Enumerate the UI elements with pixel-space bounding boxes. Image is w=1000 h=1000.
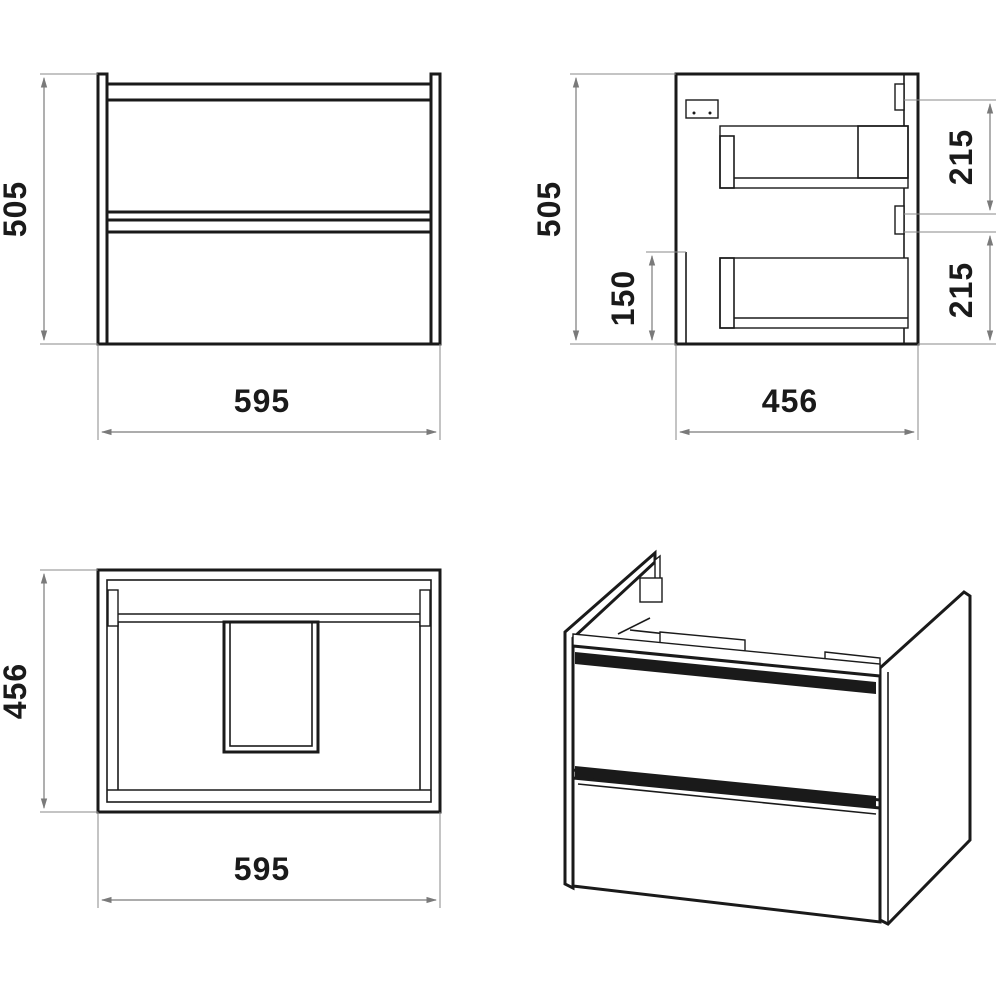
side-connector-dot-right (708, 111, 712, 115)
iso-hanging-bracket (639, 577, 663, 603)
side-upper-drawer-rear (857, 125, 909, 179)
front-lower-drawer-top (106, 219, 432, 233)
iso-lower-drawer-top-edge (577, 783, 877, 815)
top-view: 456 595 (0, 568, 442, 908)
front-height-label: 505 (0, 181, 33, 237)
side-upper-drawer-front (719, 135, 735, 189)
side-lower-drawer-front (719, 257, 735, 329)
side-view: 505 150 215 215 456 (531, 72, 996, 440)
side-upper-drawer-label: 215 (943, 129, 979, 185)
top-depth-label: 456 (0, 663, 33, 719)
side-lower-drawer-label: 215 (943, 262, 979, 318)
front-view: 505 595 (0, 72, 442, 440)
side-lower-drawer-box (719, 257, 909, 329)
top-inner-outline (106, 579, 432, 803)
top-left-bracket (107, 589, 119, 627)
iso-upper-handle-groove (575, 652, 876, 694)
side-lower-runner-bracket (894, 205, 905, 235)
top-width-label: 595 (234, 851, 290, 887)
isometric-view (563, 549, 972, 926)
top-right-bracket (419, 589, 431, 627)
side-height-label: 505 (531, 181, 567, 237)
top-siphon-cutout (222, 620, 320, 754)
side-connector-dot-left (692, 111, 696, 115)
side-connector-box (685, 99, 719, 119)
iso-lower-handle-groove (575, 766, 876, 808)
iso-inner-slope (617, 617, 651, 635)
front-handle-groove (105, 210, 433, 222)
front-width-label: 595 (234, 383, 290, 419)
front-top-rail (105, 82, 433, 102)
iso-lower-drawer (571, 776, 882, 924)
front-lower-drawer (105, 230, 433, 346)
iso-right-side-panel (878, 590, 972, 926)
side-upper-runner-bracket (894, 83, 905, 111)
top-siphon-cutout-inner (229, 621, 313, 747)
side-width-label: 456 (762, 383, 818, 419)
front-upper-drawer (105, 98, 433, 214)
side-bottom-offset-label: 150 (605, 270, 641, 326)
